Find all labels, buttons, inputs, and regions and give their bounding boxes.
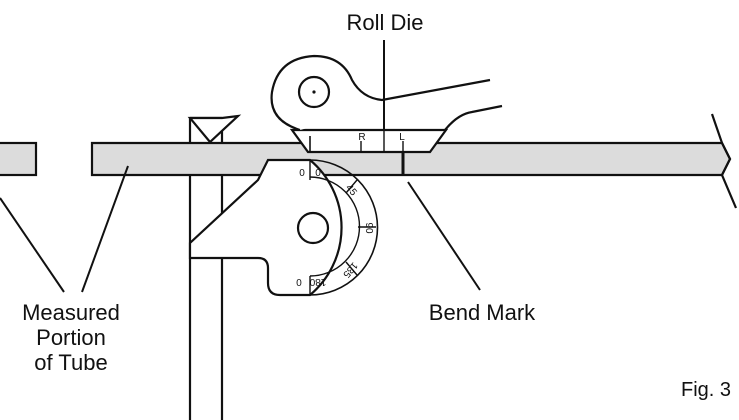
leader-measured-right bbox=[81, 165, 129, 293]
scale-0-left: 0 bbox=[299, 168, 305, 179]
die-mark-l: L bbox=[399, 132, 405, 143]
scale-0-right: 0 bbox=[315, 168, 321, 179]
roll-die bbox=[270, 54, 503, 154]
leader-lines bbox=[0, 40, 481, 293]
measured-label-line2: Portion bbox=[36, 325, 106, 350]
scale-45: 45 bbox=[343, 183, 359, 199]
figure-label: Fig. 3 bbox=[681, 379, 731, 401]
scale-90: 90 bbox=[363, 222, 374, 234]
bend-mark-label: Bend Mark bbox=[429, 300, 536, 325]
die-marks: R L bbox=[358, 132, 405, 143]
tube-left-segment bbox=[0, 141, 38, 177]
tube-main bbox=[90, 113, 738, 209]
roll-die-label: Roll Die bbox=[346, 10, 423, 35]
scale-180: 180 bbox=[309, 276, 326, 287]
scale-0-bottom: 0 bbox=[296, 276, 302, 287]
bending-shoe bbox=[188, 158, 379, 297]
die-mark-r: R bbox=[358, 132, 365, 143]
leader-bend-mark bbox=[407, 181, 481, 291]
shoe-center-hole bbox=[296, 211, 330, 245]
measured-label-line1: Measured bbox=[22, 300, 120, 325]
leader-measured-left bbox=[0, 197, 65, 293]
measured-label-line3: of Tube bbox=[34, 350, 107, 375]
